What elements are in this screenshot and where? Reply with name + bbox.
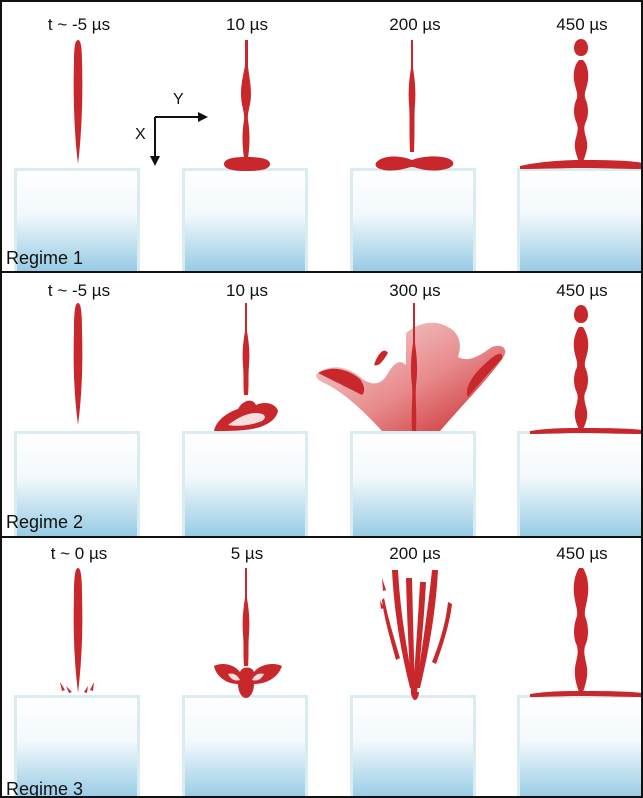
impact-disc [224, 157, 270, 171]
spreading-sheet [520, 160, 643, 169]
jet-column [411, 303, 417, 431]
regime-3-panel: t ~ 0 µs 5 µs 200 µs 450 µs [0, 536, 643, 798]
regime-3-label: Regime 3 [6, 779, 83, 798]
jet-column [241, 40, 251, 158]
droplet [574, 305, 588, 323]
cone-tip [411, 692, 419, 700]
axis-x-label: X [135, 126, 146, 144]
spreading-lobes [376, 156, 454, 170]
regime-2-panel: t ~ -5 µs 10 µs 300 µs 450 µs [0, 271, 643, 538]
jet-column [574, 60, 589, 162]
crown-finger [374, 351, 388, 366]
axis-y-label: Y [173, 91, 184, 109]
jet-spindle [74, 40, 83, 164]
regime-2-jets [2, 273, 643, 538]
axis-indicator [150, 112, 208, 166]
droplet [574, 39, 588, 56]
regime-2-label: Regime 2 [6, 512, 83, 533]
ejecta [382, 578, 386, 591]
ejecta [90, 682, 94, 691]
regime-1-label: Regime 1 [6, 248, 83, 269]
splash [214, 664, 282, 698]
jet-column [574, 327, 589, 429]
spreading-sheet [530, 428, 642, 434]
cone-fingers [432, 602, 452, 664]
jet-column [574, 568, 589, 692]
ejecta [66, 686, 72, 693]
regime-1-panel: t ~ -5 µs 10 µs 200 µs 450 µs [0, 0, 643, 273]
regime-1-jets [2, 2, 643, 273]
ejecta [60, 682, 65, 691]
jet-spindle [74, 303, 83, 425]
jet-column [409, 40, 416, 152]
jet-column [243, 303, 250, 395]
spreading-sheet [530, 691, 642, 697]
regime-3-jets [2, 538, 643, 798]
jet-spindle [74, 568, 83, 693]
jet-column [243, 568, 250, 666]
ejecta [84, 686, 88, 693]
